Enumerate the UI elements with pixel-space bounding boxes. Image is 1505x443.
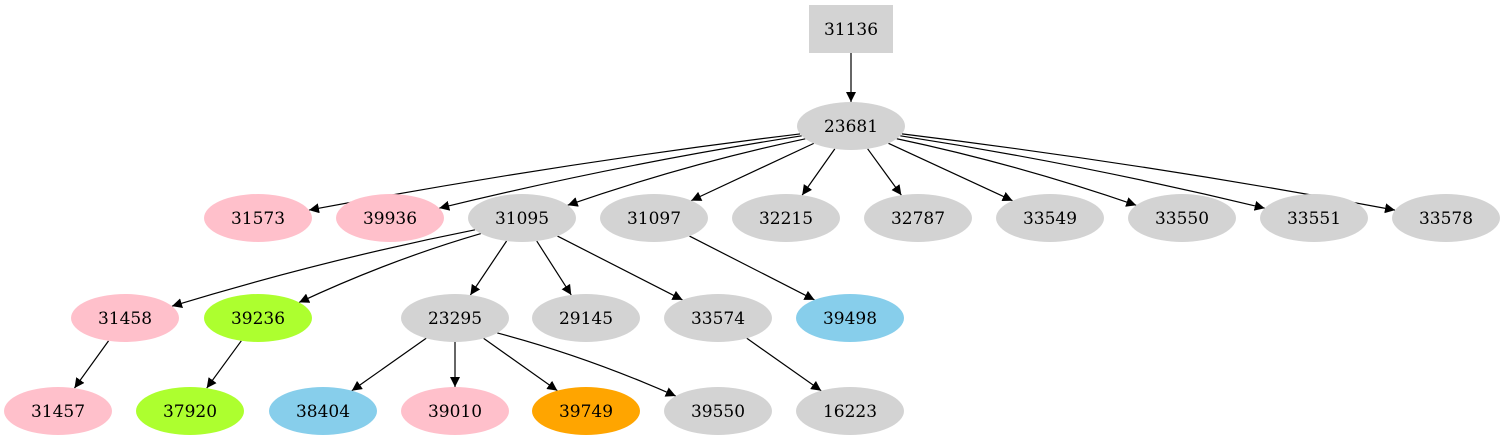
node-31095[interactable]: 31095: [468, 194, 576, 242]
edge-31095-33574: [557, 235, 683, 301]
node-33551[interactable]: 33551: [1260, 194, 1368, 242]
node-23295[interactable]: 23295: [401, 294, 509, 342]
node-33578[interactable]: 33578: [1392, 194, 1500, 242]
edge-31095-39236: [298, 232, 482, 303]
node-label: 23295: [428, 309, 482, 329]
node-38404[interactable]: 38404: [269, 387, 377, 435]
edge-23681-39936: [439, 135, 802, 211]
node-label: 37920: [163, 402, 217, 422]
node-31458[interactable]: 31458: [71, 294, 179, 342]
node-label: 32215: [759, 209, 813, 229]
node-shape: [532, 387, 640, 435]
node-label: 39498: [823, 309, 877, 329]
node-shape: [600, 194, 708, 242]
edge-31097-39498: [689, 235, 815, 301]
node-39010[interactable]: 39010: [401, 387, 509, 435]
edge-23681-33549: [888, 142, 1013, 202]
edge-23295-38404: [351, 337, 427, 392]
node-shape: [797, 102, 905, 150]
node-39550[interactable]: 39550: [664, 387, 772, 435]
node-shape: [664, 294, 772, 342]
node-label: 31136: [824, 20, 878, 40]
node-shape: [71, 294, 179, 342]
node-label: 31457: [31, 402, 85, 422]
node-shape: [401, 387, 509, 435]
node-label: 33549: [1023, 209, 1077, 229]
node-31136[interactable]: 31136: [809, 5, 893, 53]
node-32215[interactable]: 32215: [732, 194, 840, 242]
node-shape: [401, 294, 509, 342]
node-label: 29145: [559, 309, 613, 329]
edge-23681-33551: [900, 135, 1265, 211]
edge-23295-39749: [483, 337, 558, 392]
node-shape: [204, 294, 312, 342]
edge-31458-31457: [73, 340, 110, 389]
node-label: 39749: [559, 402, 613, 422]
node-31097[interactable]: 31097: [600, 194, 708, 242]
node-shape: [1128, 194, 1236, 242]
edge-23681-32787: [867, 148, 902, 196]
edge-39236-37920: [206, 340, 242, 389]
node-label: 38404: [296, 402, 350, 422]
node-33574[interactable]: 33574: [664, 294, 772, 342]
edge-31095-23295: [469, 240, 508, 296]
node-shape: [532, 294, 640, 342]
node-shape: [4, 387, 112, 435]
node-16223[interactable]: 16223: [796, 387, 904, 435]
node-33549[interactable]: 33549: [996, 194, 1104, 242]
node-shape: [336, 194, 444, 242]
edge-23681-31095: [567, 138, 806, 207]
node-label: 33574: [691, 309, 745, 329]
node-label: 33550: [1155, 209, 1209, 229]
node-shape: [996, 194, 1104, 242]
node-shape: [1392, 194, 1500, 242]
node-shape: [809, 5, 893, 53]
node-37920[interactable]: 37920: [136, 387, 244, 435]
node-label: 33551: [1287, 209, 1341, 229]
node-29145[interactable]: 29145: [532, 294, 640, 342]
node-39936[interactable]: 39936: [336, 194, 444, 242]
node-label: 31458: [98, 309, 152, 329]
edge-33574-16223: [746, 337, 822, 392]
node-label: 33578: [1419, 209, 1473, 229]
node-label: 16223: [823, 402, 877, 422]
node-label: 32787: [891, 209, 945, 229]
node-label: 31095: [495, 209, 549, 229]
node-label: 31097: [627, 209, 681, 229]
edge-23681-32215: [801, 148, 836, 196]
node-32787[interactable]: 32787: [864, 194, 972, 242]
node-label: 39010: [428, 402, 482, 422]
node-shape: [1260, 194, 1368, 242]
node-shape: [732, 194, 840, 242]
node-label: 23681: [824, 117, 878, 137]
node-shape: [269, 387, 377, 435]
node-shape: [664, 387, 772, 435]
node-31573[interactable]: 31573: [204, 194, 312, 242]
node-shape: [796, 294, 904, 342]
node-39498[interactable]: 39498: [796, 294, 904, 342]
node-39236[interactable]: 39236: [204, 294, 312, 342]
node-31457[interactable]: 31457: [4, 387, 112, 435]
node-label: 31573: [231, 209, 285, 229]
node-23681[interactable]: 23681: [797, 102, 905, 150]
node-label: 39236: [231, 309, 285, 329]
node-33550[interactable]: 33550: [1128, 194, 1236, 242]
node-shape: [136, 387, 244, 435]
node-shape: [204, 194, 312, 242]
node-shape: [468, 194, 576, 242]
edge-23681-31097: [690, 142, 815, 202]
node-label: 39936: [363, 209, 417, 229]
node-label: 39550: [691, 402, 745, 422]
edge-23295-39550: [497, 332, 676, 397]
node-39749[interactable]: 39749: [532, 387, 640, 435]
node-shape: [796, 387, 904, 435]
edge-23681-33550: [896, 138, 1137, 207]
edge-31095-29145: [536, 240, 572, 296]
edge-31095-31458: [171, 229, 476, 309]
node-shape: [864, 194, 972, 242]
